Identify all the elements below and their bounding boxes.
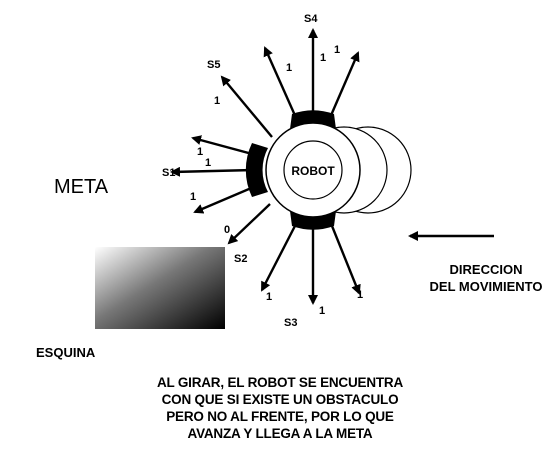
reading-s3-a: 1 [266, 291, 272, 303]
ray-s4-right [327, 51, 360, 121]
robot-label: ROBOT [291, 164, 335, 178]
caption-line-4: AVANZA Y LLEGA A LA META [187, 426, 373, 441]
corner-obstacle [95, 247, 225, 329]
sensor-s1-label: S1 [162, 167, 175, 179]
robot-label-circle [283, 140, 343, 200]
esquina-label: ESQUINA [36, 345, 96, 360]
ray-s5 [220, 75, 273, 138]
reading-s4-a: 1 [286, 62, 292, 74]
movimiento-label: DEL MOVIMIENTO [430, 279, 543, 294]
ray-s3-left [260, 221, 299, 292]
reading-s4-b: 1 [320, 52, 326, 64]
ray-s2 [227, 203, 271, 245]
reading-s3-c: 1 [357, 289, 363, 301]
meta-label: META [54, 176, 109, 198]
sensor-s2-label: S2 [234, 253, 247, 265]
sensor-s3-label: S3 [284, 317, 297, 329]
sensor-rays [170, 28, 361, 305]
direccion-label: DIRECCION [450, 262, 523, 277]
reading-s4-c: 1 [334, 44, 340, 56]
reading-s1-a: 1 [197, 146, 203, 158]
sensor-s5-label: S5 [207, 59, 220, 71]
caption: AL GIRAR, EL ROBOT SE ENCUENTRA CON QUE … [60, 374, 500, 442]
sensor-pad-s3 [290, 211, 336, 230]
sensor-s4-label: S4 [304, 13, 318, 25]
caption-line-1: AL GIRAR, EL ROBOT SE ENCUENTRA [156, 375, 404, 390]
ray-s1-center [170, 166, 255, 177]
caption-line-3: PERO NO AL FRENTE, POR LO QUE [166, 409, 394, 424]
ray-s4-left [263, 46, 299, 121]
reading-s2-a: 0 [224, 224, 230, 236]
caption-line-2: CON QUE SI EXISTE UN OBSTACULO [161, 392, 399, 407]
ray-s3-right [328, 220, 361, 295]
reading-s1-b: 1 [205, 157, 211, 169]
sensor-pad-s1 [245, 143, 268, 197]
sensor-pad-s4 [290, 110, 336, 129]
ray-s1-upper [191, 135, 257, 157]
reading-s3-b: 1 [319, 305, 325, 317]
reading-s5-a: 1 [214, 95, 220, 107]
reading-s1-c: 1 [190, 191, 196, 203]
ray-s1-lower [193, 184, 257, 214]
